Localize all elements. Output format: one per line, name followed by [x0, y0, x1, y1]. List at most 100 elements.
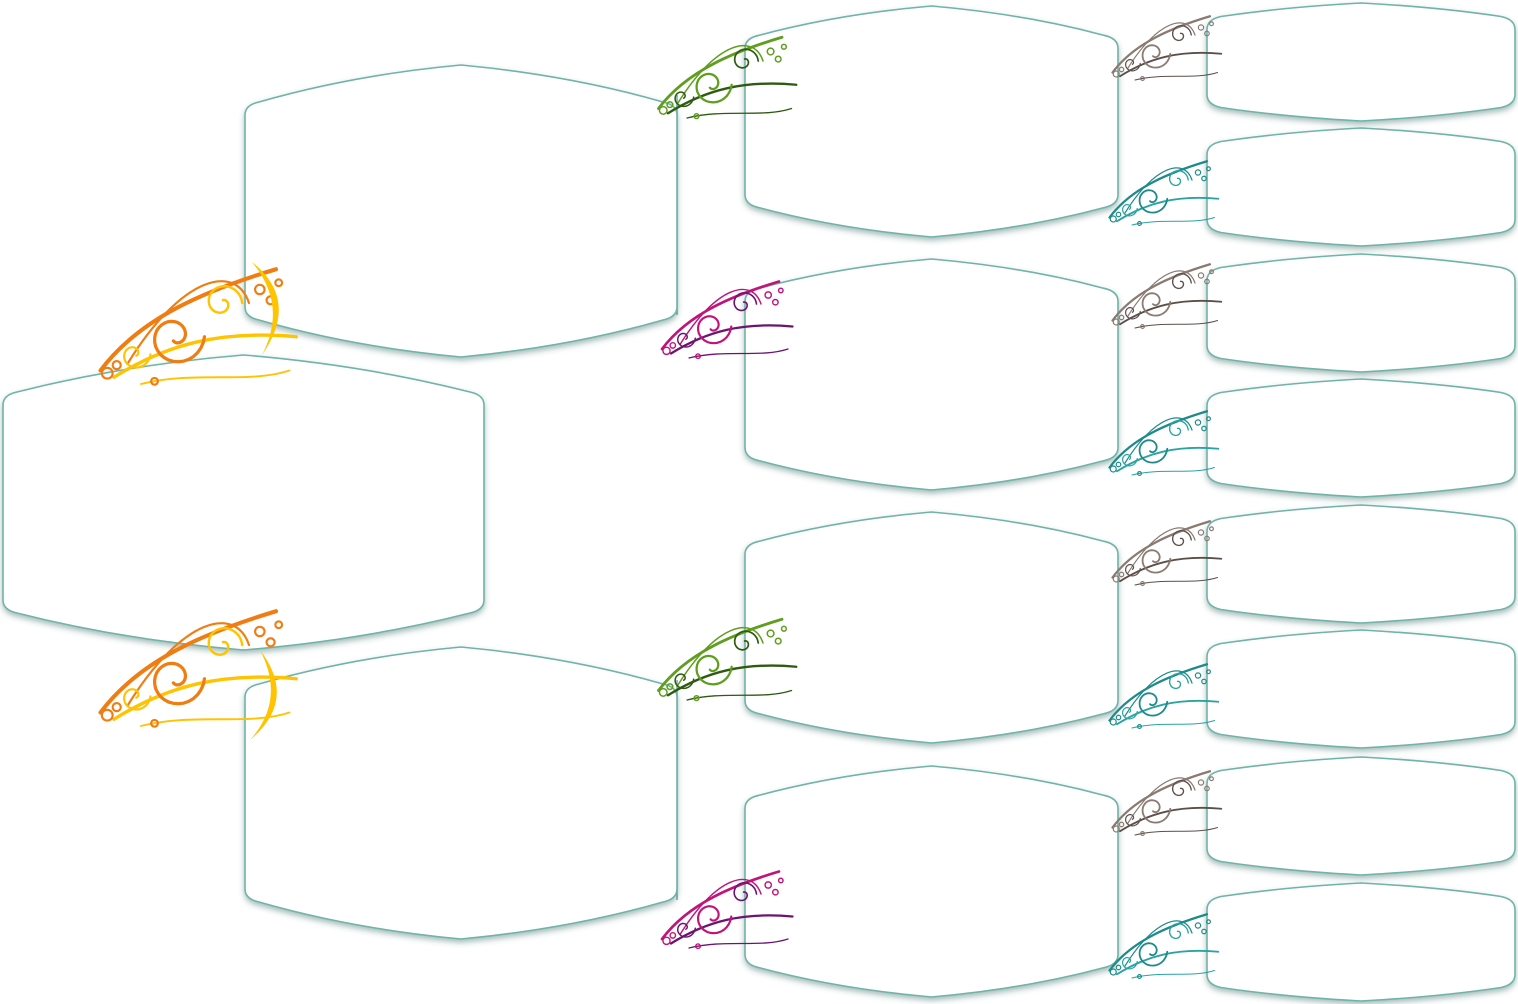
swirl-stroke [1171, 530, 1192, 547]
swirl-dot [695, 943, 701, 950]
swirl-dot [1209, 526, 1214, 532]
tree-box-parent-1[interactable] [244, 64, 678, 358]
swirl-stroke [98, 267, 279, 373]
tree-box-great-grandparent-3[interactable] [1206, 253, 1516, 373]
swirl-stroke [1122, 957, 1138, 970]
box-shape [1206, 629, 1516, 749]
swirl-dot [1140, 831, 1145, 836]
swirl-taupe-icon [1111, 15, 1223, 81]
swirl-stroke [679, 878, 762, 936]
tree-box-grandparent-4[interactable] [744, 765, 1119, 998]
tree-box-great-grandparent-1[interactable] [1206, 2, 1516, 122]
swirl-dot [1109, 215, 1117, 223]
swirl-dot [1209, 776, 1214, 782]
swirl-dot [658, 105, 668, 115]
tree-box-great-grandparent-8[interactable] [1206, 882, 1516, 1002]
swirl-dot [658, 687, 668, 697]
swirl-stroke [123, 346, 152, 369]
swirl-stroke [1122, 454, 1138, 467]
box-shape [244, 64, 678, 358]
swirl-stroke [1141, 799, 1172, 824]
swirl-stroke [207, 627, 244, 656]
swirl-stroke [1168, 673, 1189, 690]
swirl-stroke [733, 630, 760, 651]
swirl-stroke [1126, 270, 1196, 318]
tree-box-grandparent-3[interactable] [744, 511, 1119, 744]
swirl-dot [693, 694, 700, 702]
box-shape [744, 765, 1119, 998]
tree-box-grandparent-1[interactable] [744, 5, 1119, 238]
swirl-dot [1201, 678, 1207, 685]
swirl-stroke [1111, 520, 1212, 579]
swirl-dot [777, 287, 784, 294]
swirl-dot [666, 683, 674, 691]
swirl-stroke [733, 48, 760, 69]
swirl-dot [1137, 974, 1142, 979]
swirl-stroke [1111, 15, 1212, 74]
box-shape [1206, 127, 1516, 247]
tree-box-grandparent-2[interactable] [744, 258, 1119, 491]
swirl-stroke [1131, 719, 1216, 729]
swirl-dot [1209, 21, 1214, 27]
swirl-dot [669, 341, 677, 349]
swirl-stroke [676, 44, 764, 105]
swirl-dot [764, 291, 773, 299]
swirl-stroke [677, 332, 697, 348]
swirl-dot [1206, 919, 1211, 925]
swirl-dot [150, 376, 159, 386]
swirl-stroke [674, 673, 695, 690]
swirl-stroke [1108, 913, 1209, 972]
swirl-dot [1197, 529, 1205, 536]
swirl-dot [1109, 968, 1117, 976]
swirl-taupe-icon [1111, 520, 1223, 586]
swirl-stroke [1134, 826, 1219, 836]
swirl-dot [1209, 269, 1214, 275]
tree-box-parent-2[interactable] [244, 646, 678, 940]
swirl-stroke [1125, 564, 1141, 577]
swirl-stroke [1138, 692, 1169, 717]
swirl-dot [1112, 575, 1120, 583]
tree-box-great-grandparent-5[interactable] [1206, 504, 1516, 624]
swirl-stroke [1134, 576, 1219, 586]
tree-box-great-grandparent-6[interactable] [1206, 629, 1516, 749]
swirl-green-icon [657, 35, 798, 120]
swirl-dot [111, 701, 122, 713]
swirl-stroke [695, 654, 733, 686]
swirl-stroke [1131, 216, 1216, 226]
swirl-stroke [1134, 71, 1219, 81]
swirl-stroke [657, 35, 784, 110]
swirl-stroke [153, 661, 207, 706]
swirl-dot [666, 101, 674, 109]
swirl-stroke [1108, 663, 1209, 722]
swirl-stroke [733, 292, 758, 312]
tree-box-root[interactable] [2, 354, 485, 651]
swirl-stroke [674, 91, 695, 108]
swirl-dot [1118, 571, 1125, 578]
swirl-dot [1115, 964, 1122, 971]
swirl-dot [1109, 718, 1117, 726]
swirl-stroke [1168, 170, 1189, 187]
swirl-stroke [697, 905, 733, 935]
swirl-dot [1206, 416, 1211, 422]
box-shape [1206, 378, 1516, 498]
swirl-dot [1112, 825, 1120, 833]
swirl-dot [253, 625, 266, 638]
swirl-stroke [1168, 923, 1189, 940]
tree-box-great-grandparent-2[interactable] [1206, 127, 1516, 247]
swirl-stroke [1123, 167, 1193, 215]
swirl-dot [1118, 66, 1125, 73]
crescent-yellow-icon [252, 262, 279, 355]
swirl-dot [274, 278, 284, 288]
box-shape [2, 354, 485, 651]
tree-box-great-grandparent-4[interactable] [1206, 378, 1516, 498]
swirl-dot [1140, 76, 1145, 81]
swirl-dot [1204, 30, 1210, 37]
swirl-stroke [123, 688, 152, 711]
swirl-dot [1194, 672, 1202, 679]
swirl-stroke [1168, 420, 1189, 437]
swirl-dot [1204, 278, 1210, 285]
swirl-stroke [1131, 969, 1216, 979]
tree-box-great-grandparent-7[interactable] [1206, 756, 1516, 876]
swirl-dot [1206, 166, 1211, 172]
swirl-dot [764, 881, 773, 889]
